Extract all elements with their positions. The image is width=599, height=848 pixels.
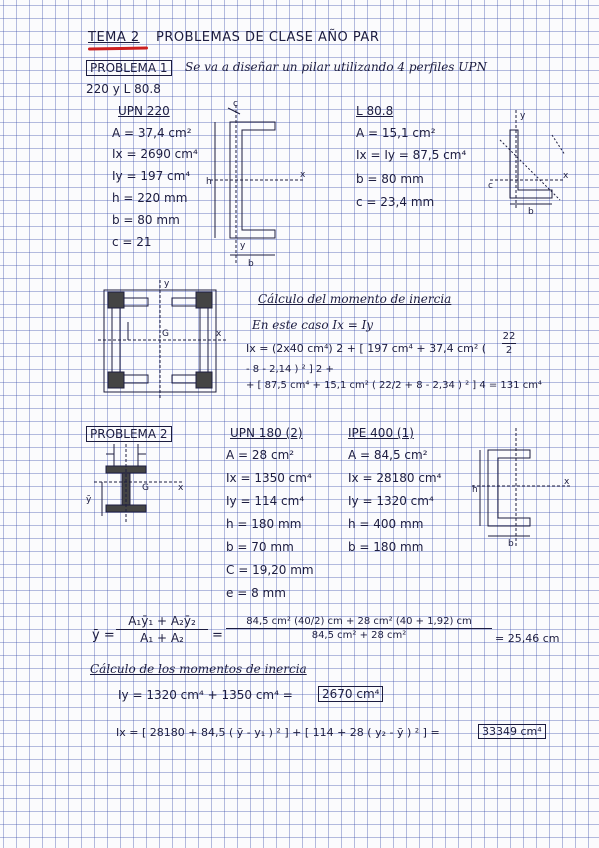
pillar-figure: y x G xyxy=(98,279,226,398)
l808-prop: Ix = Iy = 87,5 cm⁴ xyxy=(356,148,467,162)
upn180-prop: Ix = 1350 cm⁴ xyxy=(226,471,312,485)
upn180-prop: h = 180 mm xyxy=(226,517,302,531)
upn220-prop: A = 37,4 cm² xyxy=(112,126,192,140)
fig-label-g: G xyxy=(142,483,149,493)
fig-label-b: b xyxy=(528,207,534,217)
upn180-prop: Iy = 114 cm⁴ xyxy=(226,494,305,508)
upn220-prop: Iy = 197 cm⁴ xyxy=(112,169,191,183)
fig-label-x: x xyxy=(216,329,222,339)
centroid-num-sym: A₁ȳ₁ + A₂ȳ₂ xyxy=(128,614,196,628)
upn220-title: UPN 220 xyxy=(118,104,170,118)
fraction-bottom: 2 xyxy=(505,345,513,356)
l808-prop: c = 23,4 mm xyxy=(356,195,435,209)
fraction-top: 22 xyxy=(502,331,516,342)
centroid-den-val: 84,5 cm² + 28 cm² xyxy=(311,630,407,641)
centroid-den-sym: A₁ + A₂ xyxy=(140,631,184,645)
centroid-lhs: ȳ = xyxy=(92,628,115,643)
problem1-label: PROBLEMA 1 xyxy=(86,60,172,76)
upn220-prop: h = 220 mm xyxy=(112,191,188,205)
centroid-symbolic: A₁ȳ₁ + A₂ȳ₂ A₁ + A₂ xyxy=(116,614,208,645)
fig-label-y: y xyxy=(164,279,170,289)
fig-label-g: G xyxy=(162,329,169,339)
p1-inertia-case: En este caso Ix = Iy xyxy=(252,318,374,332)
ipe400-prop: Iy = 1320 cm⁴ xyxy=(348,494,434,508)
l808-title: L 80.8 xyxy=(356,104,394,118)
fig-label-x: x xyxy=(563,171,569,181)
p2-iy-result: 2670 cm⁴ xyxy=(318,686,384,702)
p2-inertia-title: Cálculo de los momentos de inercia xyxy=(90,662,307,676)
p2-ix-eq: Ix = [ 28180 + 84,5 ( ȳ - y₁ ) ² ] + [ 1… xyxy=(116,726,440,739)
upn220-prop: c = 21 xyxy=(112,235,152,249)
p1-inertia-eq1b: - 8 - 2,14 ) ² ] 2 + xyxy=(246,364,334,375)
ipe400-prop: b = 180 mm xyxy=(348,540,424,554)
upn220-figure: c h x y b xyxy=(206,99,306,269)
l808-figure: y c x b xyxy=(488,110,569,217)
p1-inertia-eq1a: Ix = (2x40 cm⁴) 2 + [ 197 cm⁴ + 37,4 cm²… xyxy=(246,342,487,355)
fig-label-x: x xyxy=(178,483,184,493)
upn220-prop: Ix = 2690 cm⁴ xyxy=(112,147,198,161)
upn180-prop: A = 28 cm² xyxy=(226,448,295,462)
centroid-values: 84,5 cm² (40/2) cm + 28 cm² (40 + 1,92) … xyxy=(226,616,492,641)
l808-prop: b = 80 mm xyxy=(356,172,424,186)
tema-underline xyxy=(87,46,149,51)
fig-label-y: y xyxy=(240,241,246,251)
upn180-prop: C = 19,20 mm xyxy=(226,563,314,577)
ipe400-title: IPE 400 (1) xyxy=(348,426,414,440)
fig-label-c: c xyxy=(488,181,493,191)
upn180-prop: b = 70 mm xyxy=(226,540,294,554)
upn220-prop: b = 80 mm xyxy=(112,213,180,227)
centroid-result: = 25,46 cm xyxy=(495,632,560,645)
p2-iy-eq: Iy = 1320 cm⁴ + 1350 cm⁴ = xyxy=(118,688,293,702)
upn180-figure: h x b xyxy=(472,428,572,549)
fig-label-ybar: ȳ xyxy=(86,495,92,505)
tema-label: TEMA 2 xyxy=(88,30,140,45)
fig-label-x: x xyxy=(300,170,306,180)
upn180-title: UPN 180 (2) xyxy=(230,426,303,440)
ipe400-prop: h = 400 mm xyxy=(348,517,424,531)
p1-inertia-eq2: + [ 87,5 cm⁴ + 15,1 cm² ( 22/2 + 8 - 2,3… xyxy=(246,380,542,391)
fig-label-h: h xyxy=(472,485,478,495)
ipe400-prop: Ix = 28180 cm⁴ xyxy=(348,471,442,485)
problem2-label: PROBLEMA 2 xyxy=(86,426,172,442)
equals-sign: = xyxy=(212,628,223,643)
ipe400-prop: A = 84,5 cm² xyxy=(348,448,428,462)
l808-prop: A = 15,1 cm² xyxy=(356,126,436,140)
page-title: PROBLEMAS DE CLASE AÑO PAR xyxy=(156,30,380,45)
p1-inertia-title: Cálculo del momento de inercia xyxy=(258,292,452,306)
fig-label-h: h xyxy=(206,177,212,187)
fig-label-x: x xyxy=(564,477,570,487)
problem2-figure: ȳ G x xyxy=(86,444,184,522)
problem1-statement-line1: Se va a diseñar un pilar utilizando 4 pe… xyxy=(185,60,487,74)
fig-label-y: y xyxy=(520,111,526,121)
upn180-prop: e = 8 mm xyxy=(226,586,286,600)
fig-label-b: b xyxy=(508,539,514,549)
p2-ix-result: 33349 cm⁴ xyxy=(478,724,546,739)
centroid-num-val: 84,5 cm² (40/2) cm + 28 cm² (40 + 1,92) … xyxy=(246,616,472,627)
p1-eq1-fraction: 22 2 xyxy=(502,331,516,356)
problem1-statement-line2: 220 y L 80.8 xyxy=(86,82,161,96)
fig-label-c: c xyxy=(233,99,238,109)
fig-label-b: b xyxy=(248,259,254,269)
